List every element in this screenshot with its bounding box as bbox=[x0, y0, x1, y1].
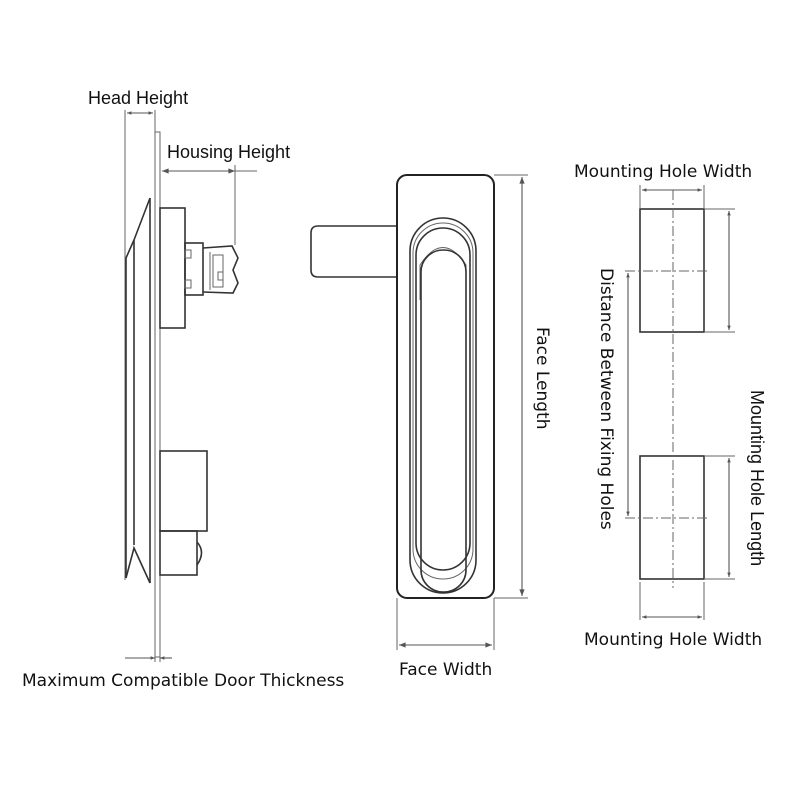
front-view: Face Length Face Width bbox=[310, 174, 552, 680]
head-height-label: Head Height bbox=[88, 88, 188, 108]
handle-recess-ring-2 bbox=[415, 227, 471, 571]
mounting-hole-width-top-label: Mounting Hole Width bbox=[574, 162, 752, 182]
face-width-dimension: Face Width bbox=[396, 598, 495, 680]
face-length-label: Face Length bbox=[532, 327, 552, 429]
latch-block bbox=[184, 242, 204, 296]
lower-housing bbox=[159, 450, 208, 532]
mounting-cutout-view: Mounting Hole Width Distance Between Fix… bbox=[574, 162, 767, 650]
handle-recess-ring-1 bbox=[412, 222, 474, 580]
distance-between-fixing-holes-label: Distance Between Fixing Holes bbox=[596, 268, 616, 530]
latch-slot-top bbox=[184, 249, 192, 259]
handle-recess-outer bbox=[409, 217, 477, 594]
mounting-hole-length-label: Mounting Hole Length bbox=[747, 390, 767, 566]
door-thickness-dimension: Maximum Compatible Door Thickness bbox=[22, 645, 344, 691]
latch-cam-detail bbox=[217, 271, 224, 281]
mounting-hole-width-bottom-label: Mounting Hole Width bbox=[584, 630, 762, 650]
mounting-hole-width-top-dimension: Mounting Hole Width bbox=[574, 162, 752, 209]
face-plate bbox=[396, 174, 495, 599]
side-view: Head Height Housing Height bbox=[22, 88, 344, 691]
fixing-holes-distance-dimension: Distance Between Fixing Holes bbox=[596, 268, 630, 530]
face-length-dimension: Face Length bbox=[494, 174, 552, 599]
lock-cylinder-cap bbox=[196, 541, 203, 566]
latch-slot-bottom bbox=[184, 279, 192, 289]
latch-mechanism bbox=[184, 242, 239, 296]
mounting-hole-width-bottom-dimension: Mounting Hole Width bbox=[584, 582, 762, 650]
lock-cylinder-housing bbox=[159, 530, 198, 576]
handle-lever bbox=[420, 249, 467, 593]
latch-stub bbox=[310, 225, 397, 278]
handle-head-profile bbox=[125, 197, 151, 584]
mounting-hole-length-dimension: Mounting Hole Length bbox=[704, 390, 767, 580]
head-height-dimension: Head Height bbox=[88, 88, 188, 580]
door-panel bbox=[154, 131, 161, 658]
head-bottom-bevel bbox=[125, 545, 151, 584]
housing-height-dimension: Housing Height bbox=[162, 142, 290, 245]
max-door-thickness-label: Maximum Compatible Door Thickness bbox=[22, 671, 344, 691]
latch-tongue bbox=[202, 245, 239, 294]
latch-cam bbox=[212, 254, 224, 288]
upper-housing bbox=[159, 207, 186, 329]
face-width-label: Face Width bbox=[399, 660, 492, 680]
head-top-bevel bbox=[125, 197, 151, 259]
housing-height-label: Housing Height bbox=[167, 142, 290, 162]
top-hole-length-dimension bbox=[704, 208, 735, 333]
